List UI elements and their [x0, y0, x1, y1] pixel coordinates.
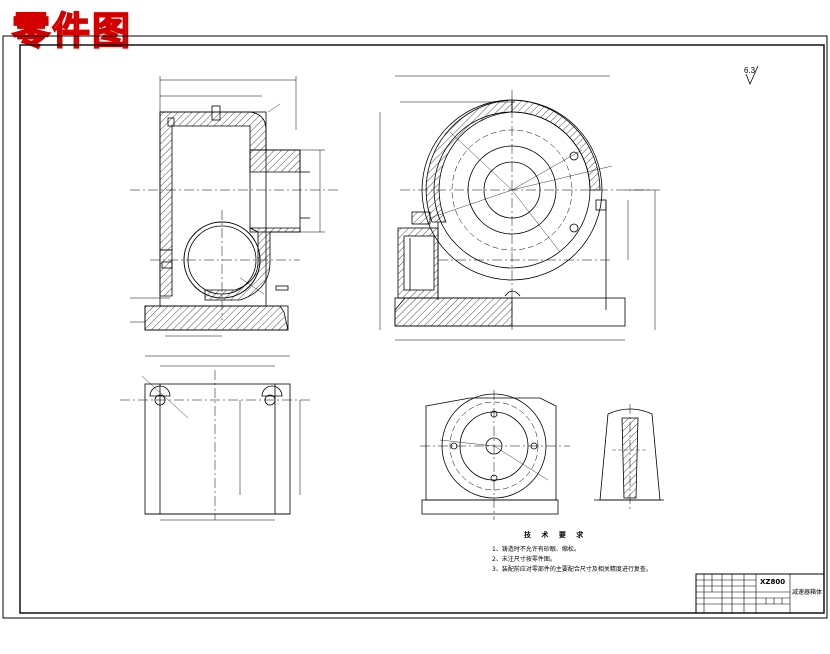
left-section-view	[130, 76, 340, 337]
technical-requirements-title: 技 术 要 求	[524, 531, 588, 539]
outer-frame	[2, 35, 828, 619]
bottom-middle-view	[420, 390, 570, 520]
inner-frame	[19, 44, 825, 614]
requirement-item-1: 1、铸造时不允许有砂眼、缩松。	[492, 546, 580, 553]
drawing-type-title: 零件图	[11, 7, 133, 54]
bottom-right-view	[594, 404, 664, 510]
requirement-item-2: 2、未注尺寸按零件图。	[492, 556, 556, 563]
bottom-left-view	[120, 355, 310, 521]
title-block-part-name: 减速器箱体	[792, 589, 823, 596]
roughness-symbol	[745, 65, 759, 86]
requirement-item-3: 3、装配前应对零部件的主要配合尺寸及相关精度进行复查。	[492, 566, 652, 573]
title-block-code: XZ800	[760, 578, 786, 586]
title-block	[695, 573, 825, 614]
right-front-view	[379, 75, 660, 341]
roughness-value: 6.3	[744, 66, 756, 75]
